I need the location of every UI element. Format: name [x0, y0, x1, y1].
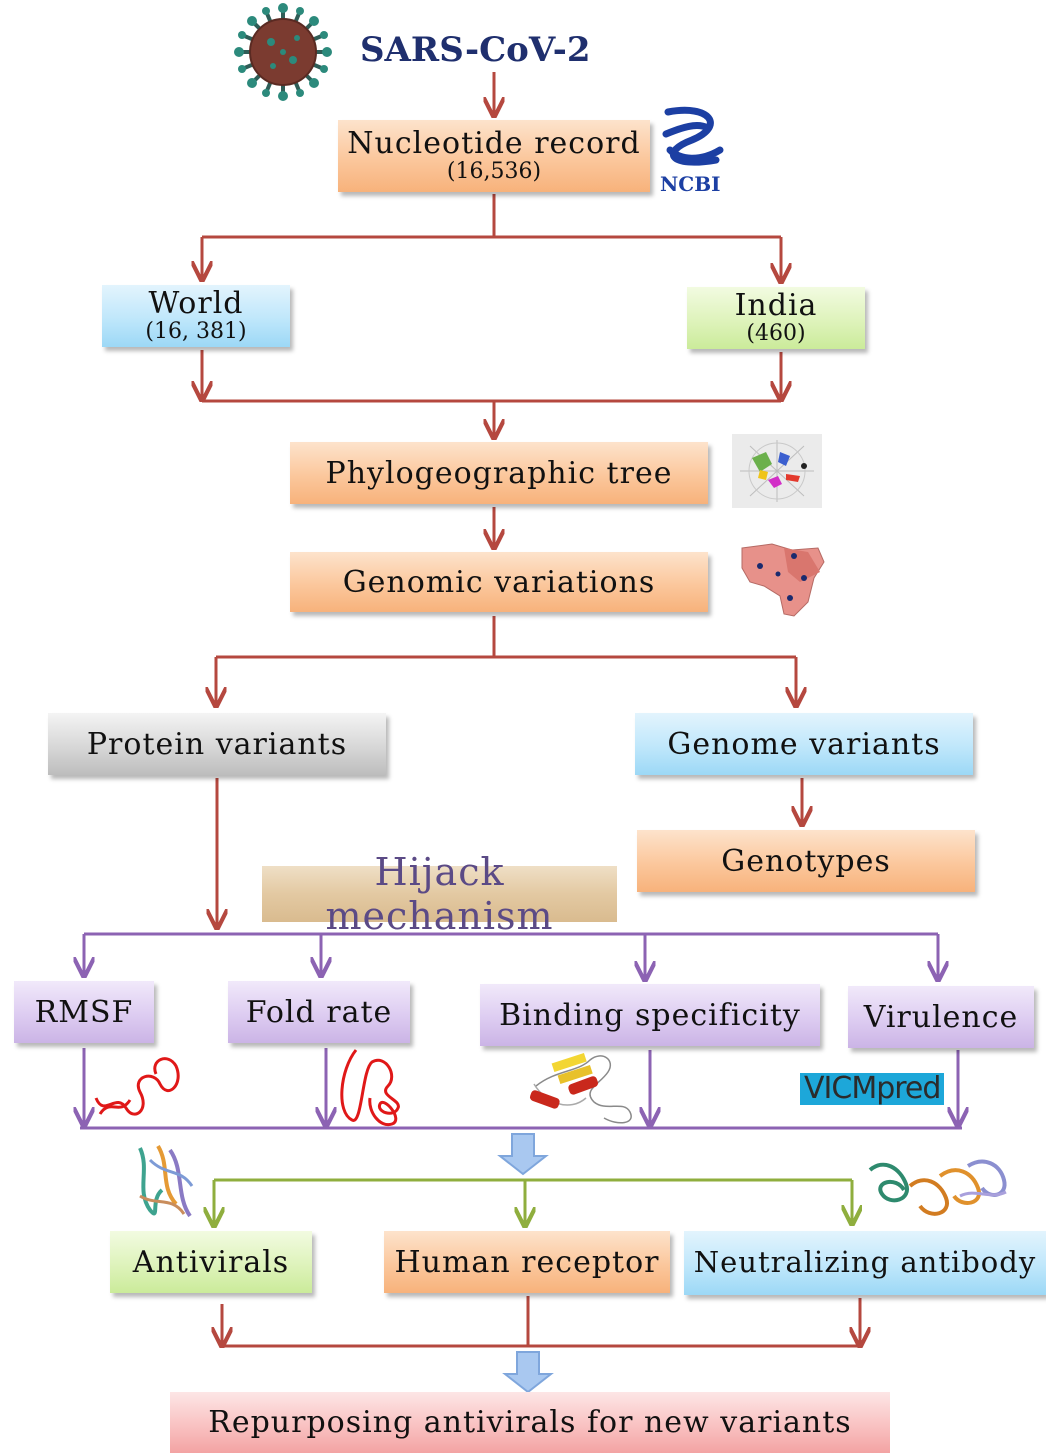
- genome-variants-label: Genome variants: [667, 726, 941, 762]
- india-label: India: [734, 288, 818, 324]
- world-label: World: [148, 286, 244, 322]
- phylogeographic-tree-label: Phylogeographic tree: [325, 455, 673, 491]
- binding-structure-icon: [529, 1052, 632, 1124]
- spike-protein-image-icon: [130, 1136, 202, 1228]
- genome-variants-box: Genome variants: [635, 713, 973, 775]
- repurposing-label: Repurposing antivirals for new variants: [208, 1405, 852, 1440]
- ncbi-logo-icon: [662, 106, 724, 166]
- neutralizing-antibody-label: Neutralizing antibody: [693, 1245, 1037, 1280]
- human-receptor-box: Human receptor: [384, 1231, 670, 1293]
- antibody-complex-image-icon: [862, 1152, 1016, 1224]
- rmsf-label: RMSF: [34, 994, 134, 1030]
- hijack-mechanism-banner: Hijack mechanism: [262, 850, 617, 938]
- antivirals-label: Antivirals: [132, 1244, 290, 1280]
- neutralizing-antibody-box: Neutralizing antibody: [684, 1231, 1046, 1295]
- genomic-variations-box: Genomic variations: [290, 552, 708, 612]
- vicmpred-logo: VICMpred: [800, 1073, 945, 1105]
- nucleotide-record-label: Nucleotide record: [347, 126, 641, 162]
- ncbi-label: NCBI: [660, 172, 721, 196]
- green-connectors: [214, 1178, 852, 1226]
- purple-connectors: [80, 932, 962, 1130]
- block-arrow-down-2: [502, 1351, 554, 1394]
- binding-specificity-label: Binding specificity: [499, 997, 801, 1033]
- world-box: World (16, 381): [102, 285, 290, 347]
- nucleotide-record-count: (16,536): [446, 159, 542, 185]
- fold-rate-label: Fold rate: [245, 994, 393, 1030]
- block-arrow-down-1: [497, 1133, 549, 1176]
- antivirals-box: Antivirals: [110, 1231, 312, 1293]
- virus-icon: [234, 3, 332, 101]
- protein-variants-label: Protein variants: [86, 726, 348, 762]
- world-count: (16, 381): [145, 319, 247, 345]
- diagram-title: SARS-CoV-2: [360, 30, 591, 70]
- protein-variants-box: Protein variants: [48, 713, 386, 775]
- fold-rate-structure-icon: [340, 1049, 400, 1127]
- human-receptor-label: Human receptor: [394, 1244, 660, 1280]
- genotypes-label: Genotypes: [721, 843, 891, 879]
- fold-rate-box: Fold rate: [228, 981, 410, 1043]
- hijack-mechanism-label: Hijack mechanism: [325, 850, 554, 938]
- virulence-box: Virulence: [848, 986, 1034, 1048]
- genotypes-box: Genotypes: [637, 830, 975, 892]
- genomic-variations-label: Genomic variations: [342, 564, 656, 600]
- repurposing-box: Repurposing antivirals for new variants: [170, 1392, 890, 1453]
- india-box: India (460): [687, 287, 865, 349]
- phylo-tree-image-icon: [732, 434, 822, 508]
- map-image-icon: [738, 540, 828, 620]
- red-connectors: [202, 72, 860, 1346]
- phylogeographic-tree-box: Phylogeographic tree: [290, 442, 708, 504]
- nucleotide-record-box: Nucleotide record (16,536): [338, 120, 650, 192]
- rmsf-structure-icon: [94, 1057, 180, 1116]
- rmsf-box: RMSF: [14, 981, 154, 1043]
- binding-specificity-box: Binding specificity: [480, 984, 820, 1046]
- virulence-label: Virulence: [863, 999, 1019, 1035]
- india-count: (460): [746, 321, 806, 347]
